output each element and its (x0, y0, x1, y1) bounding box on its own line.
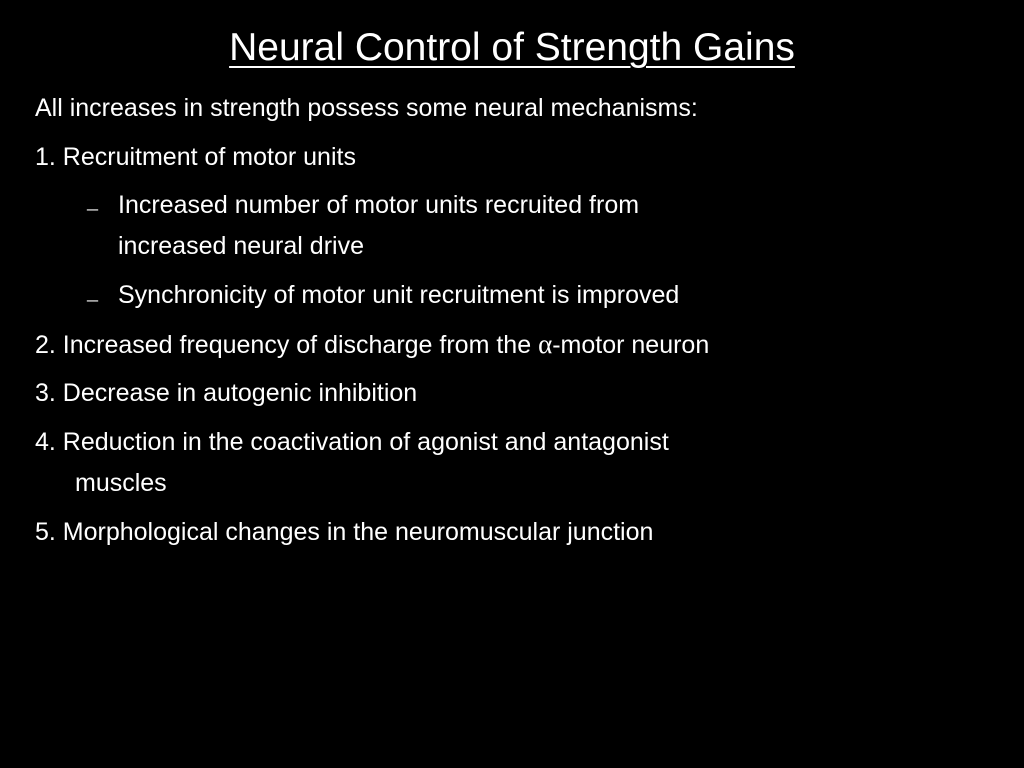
list-item-5: 5. Morphological changes in the neuromus… (35, 518, 654, 546)
slide-title: Neural Control of Strength Gains (229, 26, 795, 69)
list-item-4-line-1: 4. Reduction in the coactivation of agon… (35, 428, 669, 456)
sub-item-1-line-2: increased neural drive (118, 232, 364, 260)
list-item-2-text-before: 2. Increased frequency of discharge from… (35, 331, 539, 359)
sub-bullet-dash: – (87, 195, 98, 220)
list-item-4-line-2: muscles (75, 469, 167, 497)
sub-item-2: Synchronicity of motor unit recruitment … (118, 281, 680, 309)
sub-item-1-line-1: Increased number of motor units recruite… (118, 191, 640, 219)
intro-text: All increases in strength possess some n… (35, 94, 698, 122)
list-item-3: 3. Decrease in autogenic inhibition (35, 379, 418, 407)
sub-bullet-dash: – (87, 286, 98, 311)
list-item-2-text-after: -motor neuron (552, 331, 710, 359)
alpha-symbol: α (538, 329, 553, 359)
list-item-1: 1. Recruitment of motor units (35, 143, 356, 171)
list-item-2: 2. Increased frequency of discharge from… (35, 324, 709, 366)
